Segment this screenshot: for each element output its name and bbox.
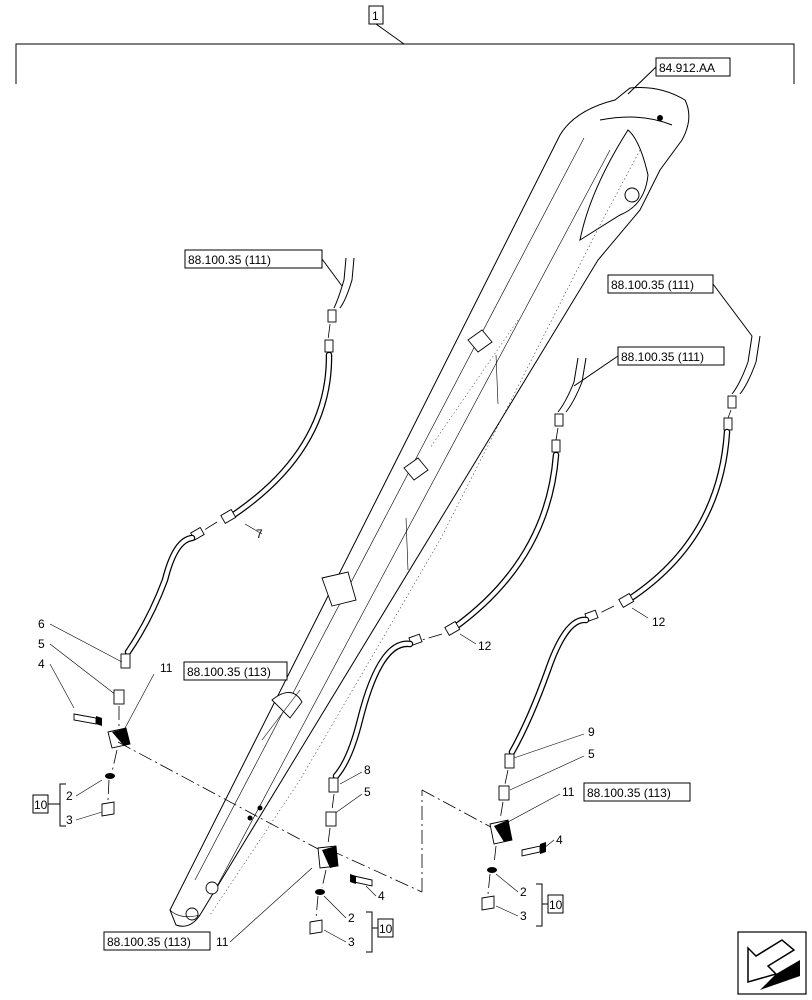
ref-boom: 84.912.AA [659,61,715,75]
item-2-label-left: 2 [66,789,73,803]
left-upper-hose: 88.100.35 (111) 7 [120,249,355,669]
assembly-bracket: 1 [15,5,795,84]
ref-block-bottom: 88.100.35 (113) [107,935,191,949]
item-4-label: 4 [38,657,45,671]
assembly-label: 1 [372,9,379,23]
item-9-label: 9 [588,725,595,739]
item-11-label-right: 11 [562,785,575,799]
center-lines [117,741,501,893]
item-12-label-right: 12 [652,615,666,629]
boom-arm [169,87,690,927]
ref-block-right: 88.100.35 (113) [587,786,671,800]
item-2-label-right: 2 [520,885,527,899]
ref-block-left: 88.100.35 (113) [187,665,271,679]
item-11-label-bottom: 11 [216,935,229,949]
ref-left-upper: 88.100.35 (111) [188,253,271,267]
item-10-label-left: 10 [34,798,48,812]
item-2-label-bottom: 2 [348,911,355,925]
item-10-label-right: 10 [549,898,563,912]
item-11-label-left: 11 [160,661,173,675]
item-3-label-right: 3 [520,909,527,923]
left-valve-block: 6 5 4 11 88.100.35 (113) 10 2 3 [32,617,288,827]
item-6-label: 6 [38,617,45,631]
right-valve-block: 9 5 11 88.100.35 (113) 4 2 3 10 [481,725,691,927]
item-5-label-bottom: 5 [364,785,371,799]
item-3-label-bottom: 3 [348,935,355,949]
item-4-label-right: 4 [556,833,563,847]
item-8-label: 8 [364,763,371,777]
item-7-label: 7 [256,527,263,541]
item-5-label-right: 5 [588,747,595,761]
item-12-label-mid: 12 [478,639,492,653]
boom-reference: 84.912.AA [627,57,731,95]
item-3-label-left: 3 [66,813,73,827]
middle-hose: 88.100.35 (111) 12 [328,346,725,793]
item-10-label-bottom: 10 [379,922,393,936]
item-5-label: 5 [38,637,45,651]
item-4-label-bottom: 4 [378,889,385,903]
arrow-return-icon[interactable] [737,931,807,995]
ref-mid-upper: 88.100.35 (111) [621,350,704,364]
ref-right-upper: 88.100.35 (111) [611,278,694,292]
bottom-valve-block: 8 5 4 2 3 10 88.100.35 (113) 11 [103,763,394,953]
right-hose: 88.100.35 (111) 12 [504,274,761,769]
